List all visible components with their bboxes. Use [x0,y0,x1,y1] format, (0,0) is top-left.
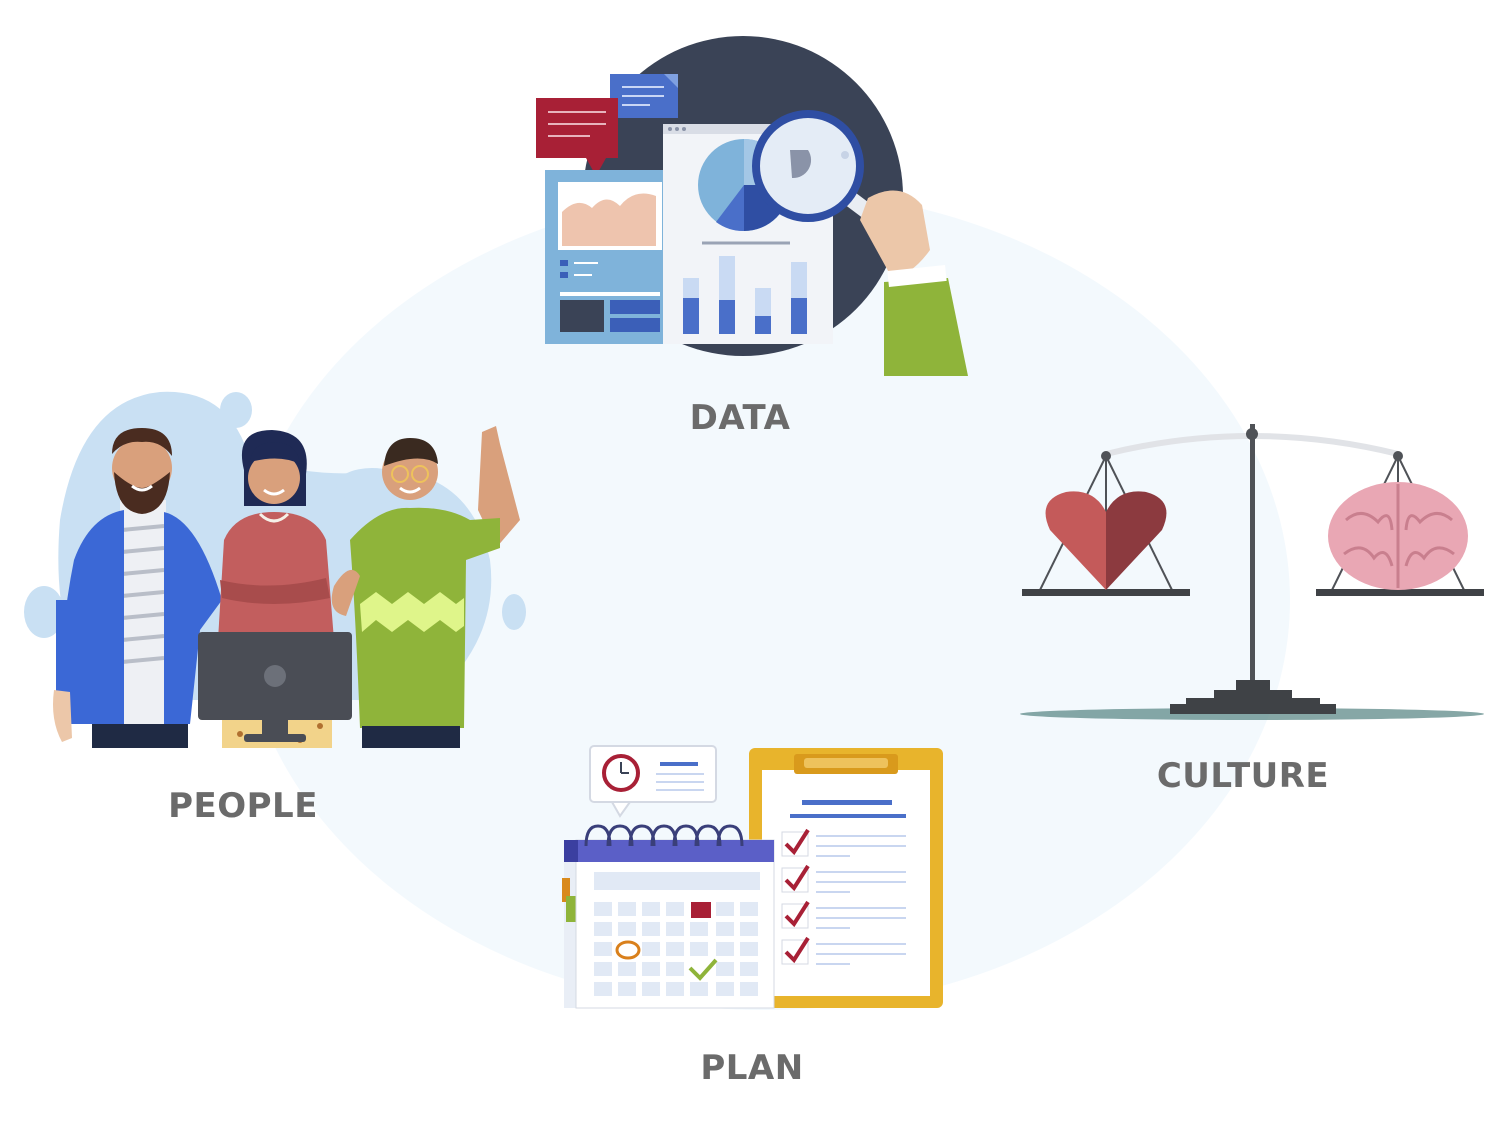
background-ellipse [240,190,1290,1010]
culture-illustration [1020,424,1484,720]
checkmark-icon [781,864,906,893]
brain-icon [1328,482,1468,590]
plan-illustration [562,745,943,1009]
scale-base [1170,680,1336,714]
calendar-icon [562,824,775,1009]
reminder-bubble [589,745,717,818]
plan-label: PLAN [700,1048,804,1088]
scale-pole [1250,424,1255,714]
data-illustration [536,36,968,376]
clipboard-icon [749,748,943,1008]
chat-bubble-blue-icon [610,74,678,118]
person-right [331,426,520,748]
people-label: PEOPLE [168,786,318,826]
checkmark-icon [781,828,906,857]
laptop-icon [198,632,352,748]
checkmark-icon [781,936,906,965]
person-middle [218,430,334,640]
report-card-icon [545,170,673,344]
data-label: DATA [689,398,791,438]
hand-icon [860,190,968,376]
person-left [53,428,222,748]
bar-chart-icon [683,256,807,334]
checkmark-icon [781,900,906,929]
people-illustration [24,391,526,748]
calendar-grid [594,902,758,996]
heart-icon [1045,491,1167,590]
clock-icon [602,754,640,792]
scale-pan-right [1316,589,1484,596]
chat-bubble-red-icon [536,98,618,176]
culture-label: CULTURE [1156,756,1330,796]
scale-pan-left [1022,589,1190,596]
